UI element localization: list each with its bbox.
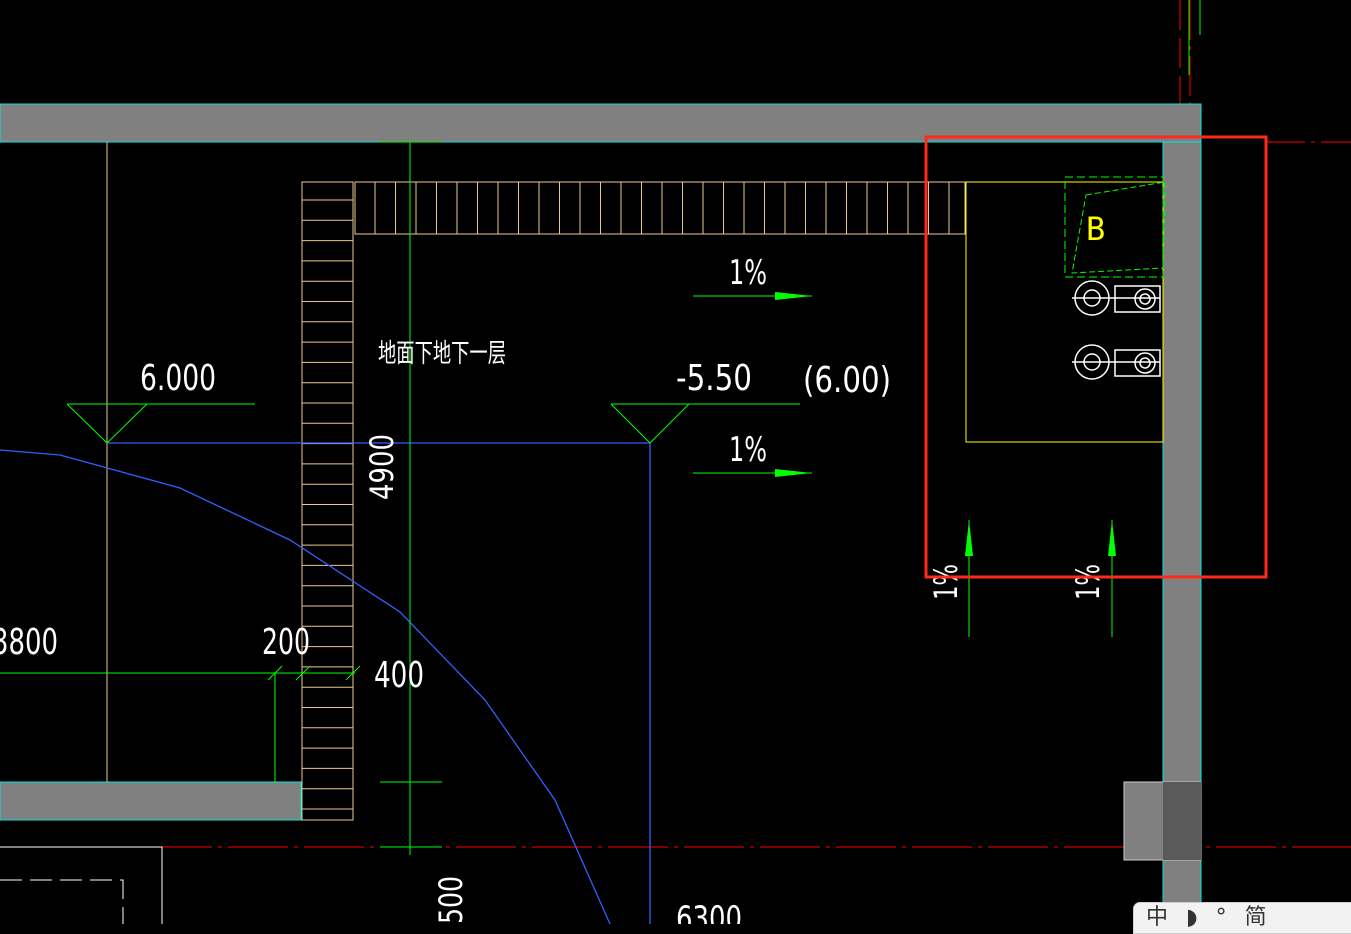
elevation-center-paren: (6.00) xyxy=(803,360,891,401)
dim-6300: 6300 xyxy=(676,899,742,924)
annotations: 地面下地下一层 6.000 -5.50 (6.00) 1% 1% 4900 38… xyxy=(0,253,1107,924)
slope-label: 1% xyxy=(729,253,767,293)
ime-item-simplified[interactable]: 简 xyxy=(1244,905,1267,930)
highlight-box xyxy=(924,135,1268,579)
slope-label: 1% xyxy=(729,430,767,470)
elevation-left: 6.000 xyxy=(140,358,216,399)
dim-3800: 3800 xyxy=(0,622,58,663)
trench-vertical xyxy=(301,181,354,821)
dim-4900: 4900 xyxy=(363,434,401,500)
trench-horizontal xyxy=(354,181,966,235)
slope-arrowheads xyxy=(775,292,1116,556)
dimension-lines xyxy=(0,141,1113,855)
wall-bottom-left xyxy=(0,781,302,821)
dim-400: 400 xyxy=(374,655,424,696)
dim-500: 500 xyxy=(432,876,470,924)
bottom-left-outline xyxy=(0,846,163,924)
equipment-b[interactable]: B xyxy=(1064,176,1166,278)
equipment-label: B xyxy=(1086,210,1105,248)
slope-label-vertical: 1% xyxy=(927,564,965,600)
elevation-center: -5.50 xyxy=(676,358,752,399)
pump-icon[interactable] xyxy=(1072,344,1161,380)
pipe-lines xyxy=(0,442,651,924)
slope-label-vertical: 1% xyxy=(1069,564,1107,600)
walls xyxy=(0,103,1202,924)
dim-200: 200 xyxy=(262,622,310,663)
pump-icon[interactable] xyxy=(1072,280,1161,316)
ime-item-moon-icon[interactable]: ◗ xyxy=(1186,905,1198,930)
floor-label: 地面下地下一层 xyxy=(378,339,506,369)
ime-item-chinese[interactable]: 中 xyxy=(1146,905,1169,930)
ime-item-punct[interactable]: ° xyxy=(1215,905,1227,930)
ime-toolbar[interactable]: 中 ◗ ° 简 xyxy=(1133,902,1351,934)
